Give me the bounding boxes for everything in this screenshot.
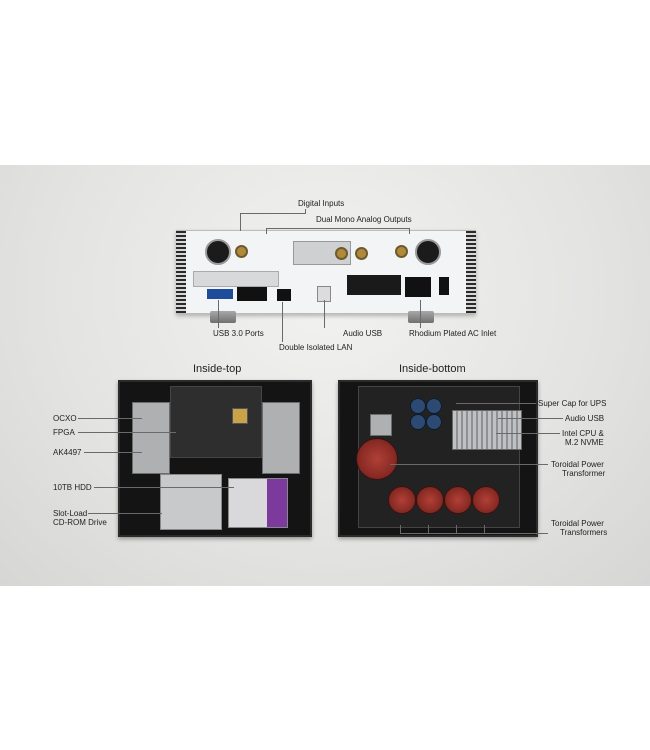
dac-board-right <box>262 402 300 474</box>
rca-left-output <box>395 245 408 258</box>
label-toroidal-2b: Transformers <box>560 528 608 537</box>
main-board <box>170 386 262 458</box>
label-rhodium: Rhodium Plated AC Inlet <box>409 329 497 338</box>
usb-3-ports <box>207 289 233 299</box>
label-toroidal-1b: Transformer <box>562 469 606 478</box>
label-toroidal-1a: Toroidal Power <box>551 460 604 469</box>
xlr-left-output <box>415 239 441 265</box>
product-panel: Digital Inputs Dual Mono Analog Outputs … <box>0 165 650 586</box>
rca-right-output <box>235 245 248 258</box>
hdd-10tb <box>228 478 288 528</box>
foot-left <box>210 311 236 323</box>
rear-panel-image <box>176 230 476 314</box>
xlr-right-output <box>205 239 231 265</box>
model-label-plate <box>193 271 279 287</box>
label-digital-inputs: Digital Inputs <box>298 199 345 208</box>
heading-inside-top: Inside-top <box>193 363 242 375</box>
label-audio-usb-rear: Audio USB <box>343 329 383 338</box>
usb-block <box>237 287 267 301</box>
ac-inlet <box>405 277 431 297</box>
power-switch <box>439 277 449 295</box>
label-intel-2: M.2 NVME <box>565 438 604 447</box>
toroidal-transformer-main <box>356 438 398 480</box>
inside-top-image <box>118 380 312 537</box>
toroidal-transformer-1 <box>388 486 416 514</box>
label-ocxo: OCXO <box>53 414 77 423</box>
cd-rom-drive <box>160 474 222 530</box>
toroidal-transformer-2 <box>416 486 444 514</box>
inside-bottom-image <box>338 380 538 537</box>
rca-digital-1 <box>335 247 348 260</box>
label-fpga: FPGA <box>53 428 75 437</box>
label-lan: Double Isolated LAN <box>279 343 353 352</box>
label-toroidal-2a: Toroidal Power <box>551 519 604 528</box>
lan-port <box>277 289 291 301</box>
cpu-heatsink <box>452 410 522 450</box>
heading-inside-bottom: Inside-bottom <box>399 363 466 375</box>
dac-board-left <box>132 402 170 474</box>
label-hdd: 10TB HDD <box>53 483 92 492</box>
leader-digital-inputs <box>240 213 306 214</box>
label-usb30: USB 3.0 Ports <box>213 329 264 338</box>
leader-dual-mono <box>266 228 410 229</box>
label-intel-1: Intel CPU & <box>562 429 604 438</box>
toroidal-transformer-4 <box>472 486 500 514</box>
heatsink-fins-left <box>176 231 186 313</box>
rca-digital-2 <box>355 247 368 260</box>
label-audio-usb-bottom: Audio USB <box>565 414 605 423</box>
label-slot-load-1: Slot-Load <box>53 509 88 518</box>
label-dual-mono: Dual Mono Analog Outputs <box>316 215 412 224</box>
toroidal-transformer-3 <box>444 486 472 514</box>
label-slot-load-2: CD-ROM Drive <box>53 518 107 527</box>
hdd-label-stripe <box>267 479 287 527</box>
fpga-chip <box>232 408 248 424</box>
caution-label <box>347 275 401 295</box>
supercap-module <box>370 414 392 436</box>
heatsink-fins-right <box>466 231 476 313</box>
label-ak4497: AK4497 <box>53 448 82 457</box>
label-supercap: Super Cap for UPS <box>538 399 607 408</box>
foot-right <box>408 311 434 323</box>
